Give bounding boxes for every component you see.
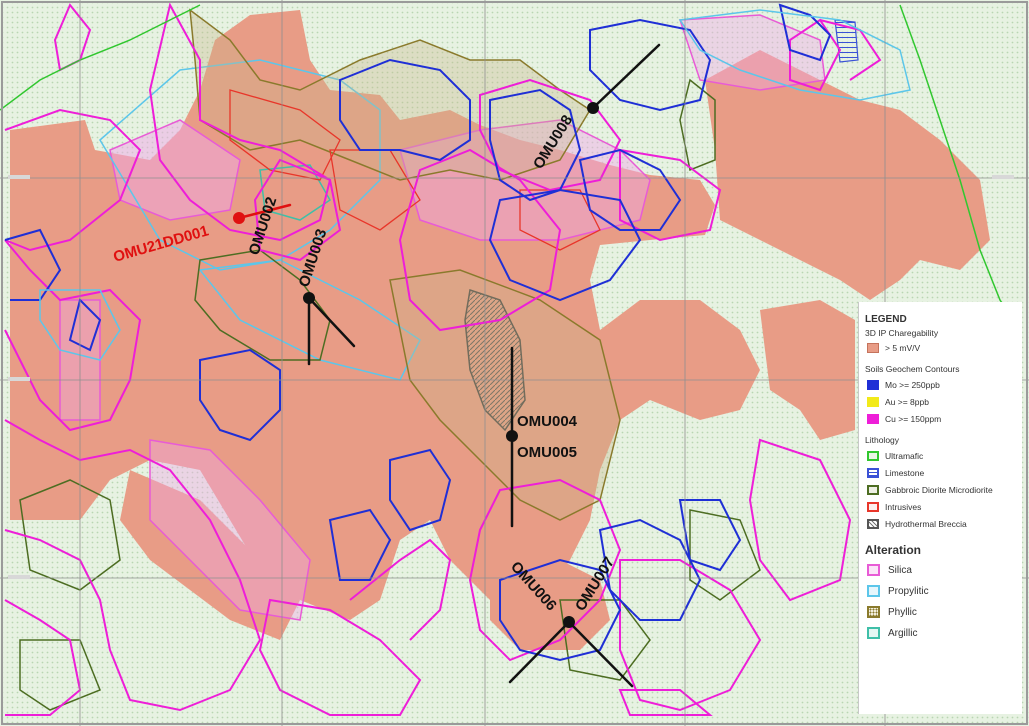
propylitic-label: Propylitic [888,585,929,597]
limestone-label: Limestone [885,468,925,478]
map-legend: LEGEND 3D IP Charegability > 5 mV/V Soil… [858,302,1022,714]
chargeability-title: 3D IP Charegability [865,328,939,338]
label-omu005: OMU005 [517,444,577,461]
au-swatch [867,397,879,407]
collar-omu21dd001 [233,212,245,224]
limestone-swatch [867,468,879,478]
trace-omu006 [508,620,571,684]
gabbroic-label: Gabbroic Diorite Microdiorite [885,485,993,495]
silica-zone-3 [149,439,311,621]
lithology-title: Lithology [865,435,900,445]
silica-label: Silica [888,564,912,576]
phyllic-zone-2 [389,269,621,521]
cu-label: Cu >= 150ppm [885,414,942,424]
argillic-label: Argillic [888,627,918,639]
collar-omu006-007 [563,616,575,628]
trace-omu007 [567,620,634,688]
breccia-zone [464,289,526,432]
grid-tick-labels [8,175,1014,579]
chargeability-label: > 5 mV/V [885,343,921,353]
ultramafic-swatch [867,451,879,461]
legend-item-au: Au >= 8ppb [867,395,1022,409]
soils-title: Soils Geochem Contours [865,364,960,374]
legend-item-mo: Mo >= 250ppb [867,378,1022,392]
collar-omu004-005 [506,430,518,442]
gabbroic-swatch [867,485,879,495]
legend-item-gabbroic: Gabbroic Diorite Microdiorite [867,483,1022,497]
legend-item-limestone: Limestone [867,466,1022,480]
legend-title: LEGEND [865,314,907,325]
cu-swatch [867,414,879,424]
drill-traces [233,43,661,688]
au-label: Au >= 8ppb [885,397,929,407]
breccia-label: Hydrothermal Breccia [885,519,967,529]
breccia-swatch [867,519,879,529]
legend-item-chargeability: > 5 mV/V [867,341,1022,355]
chargeability-zone-southeast [490,560,610,650]
chargeability-zone-northeast [705,50,990,300]
legend-item-argillic: Argillic [867,626,1022,640]
trace-omu008 [591,43,661,110]
legend-item-cu: Cu >= 150ppm [867,412,1022,426]
legend-item-phyllic: Phyllic [867,605,1022,619]
propylitic-swatch [867,585,880,597]
mo-label: Mo >= 250ppb [885,380,940,390]
ultramafic-label: Ultramafic [885,451,924,461]
phyllic-label: Phyllic [888,606,917,618]
trace-omu002 [307,296,356,348]
legend-item-breccia: Hydrothermal Breccia [867,517,1022,531]
argillic-zone-1 [259,164,331,221]
collar-omu008 [587,102,599,114]
legend-item-intrusives: Intrusives [867,500,1022,514]
alteration-title: Alteration [865,543,922,557]
chargeability-zone-south [120,470,300,640]
propylitic-zone-2 [198,259,421,381]
legend-item-silica: Silica [867,563,1022,577]
mo-soil-contours [4,3,832,662]
mo-swatch [867,380,879,390]
chargeability-swatch [867,343,879,353]
legend-item-ultramafic: Ultramafic [867,449,1022,463]
trace-omu21dd001 [237,203,292,220]
phyllic-swatch [867,606,880,618]
chargeability-zone-east [760,300,855,440]
ultramafic-contours [0,4,1021,331]
intrusives-label: Intrusives [885,502,922,512]
label-omu004: OMU004 [517,413,578,430]
silica-swatch [867,564,880,576]
argillic-swatch [867,627,880,639]
collar-omu002-003 [303,292,315,304]
intrusives-swatch [867,502,879,512]
legend-item-propylitic: Propylitic [867,584,1022,598]
